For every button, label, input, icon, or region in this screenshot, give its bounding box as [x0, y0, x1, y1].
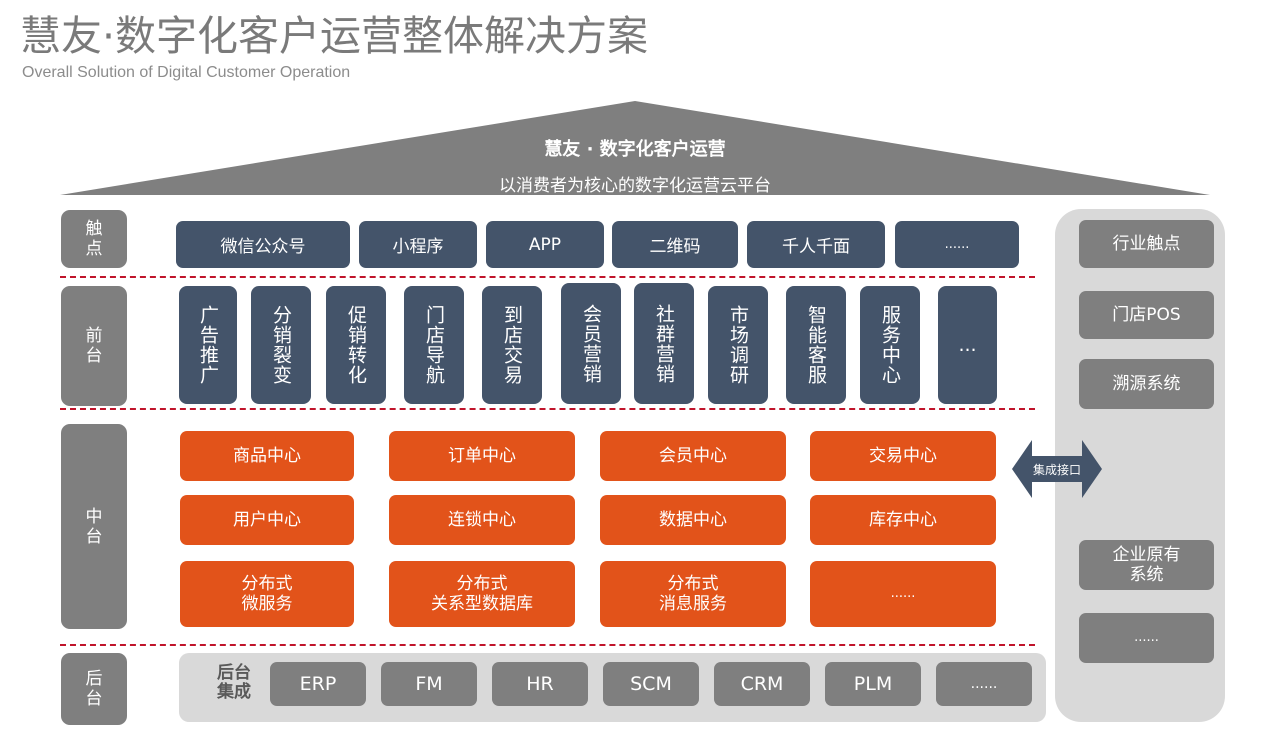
front-module: 服务中心: [860, 286, 920, 404]
side-item-store-pos: 门店POS: [1079, 291, 1214, 339]
middle-module-line: 微服务: [241, 594, 293, 614]
layer-label-front: 前台: [61, 286, 127, 406]
side-item-label: 溯源系统: [1112, 374, 1181, 394]
roof-subtitle: 以消费者为核心的数字化运营云平台: [499, 176, 771, 196]
front-module-more: ...: [938, 286, 997, 404]
middle-module-more: ......: [810, 561, 996, 627]
front-module: 促销转化: [326, 286, 386, 404]
side-item-label: 行业触点: [1112, 234, 1181, 254]
front-module-label: 门店导航: [423, 305, 445, 385]
layer-label-text: 触点: [85, 219, 103, 259]
touchpoint-personalization: 千人千面: [747, 221, 885, 268]
touchpoint-qrcode: 二维码: [612, 221, 738, 268]
middle-module: 交易中心: [810, 431, 996, 481]
front-module: 广告推广: [179, 286, 237, 404]
touchpoint-app: APP: [486, 221, 604, 268]
roof-triangle: [60, 101, 1210, 196]
front-module-label: 广告推广: [197, 305, 219, 385]
middle-module-line: ......: [890, 586, 916, 601]
backend-system-erp: ERP: [270, 662, 366, 706]
front-module-label: 服务中心: [879, 305, 901, 385]
middle-module: 商品中心: [180, 431, 354, 481]
middle-module: 库存中心: [810, 495, 996, 545]
roof-shape: [60, 101, 1210, 195]
front-module-label: 会员营销: [580, 303, 602, 384]
front-module: 市场调研: [708, 286, 768, 404]
touchpoint-miniprogram: 小程序: [359, 221, 477, 268]
backend-integration-label-line: 后台: [217, 663, 251, 683]
front-module-label: 智能客服: [805, 305, 827, 385]
page-subtitle: Overall Solution of Digital Customer Ope…: [22, 64, 351, 81]
roof-title: 慧友 · 数字化客户运营: [544, 139, 726, 160]
front-module-label: 市场调研: [727, 305, 749, 385]
front-module: 到店交易: [482, 286, 542, 404]
front-module: 会员营销: [561, 283, 621, 404]
side-item-industry-touchpoint: 行业触点: [1079, 220, 1214, 268]
backend-system-scm: SCM: [603, 662, 699, 706]
backend-integration-label: 后台集成: [217, 664, 267, 702]
front-module-label: 促销转化: [345, 305, 367, 385]
divider-line: [60, 644, 1035, 646]
divider-line: [60, 408, 1035, 410]
middle-module: 订单中心: [389, 431, 575, 481]
front-module: 门店导航: [404, 286, 464, 404]
side-item-label: ......: [1134, 630, 1159, 645]
layer-label-touch: 触点: [61, 210, 127, 268]
layer-label-middle: 中台: [61, 424, 127, 629]
backend-system-fm: FM: [381, 662, 477, 706]
front-module-label: 社群营销: [653, 303, 675, 384]
side-item-label: 企业原有: [1112, 545, 1181, 565]
middle-module: 分布式微服务: [180, 561, 354, 627]
divider-line: [60, 276, 1035, 278]
side-item-label: 系统: [1129, 565, 1164, 585]
side-item-label: 门店POS: [1112, 305, 1181, 325]
front-module-label: 分销裂变: [270, 305, 292, 385]
middle-module-line: 分布式: [456, 574, 508, 594]
front-module-label: 到店交易: [501, 305, 523, 385]
integration-interface-label: 集成接口: [1032, 462, 1081, 477]
middle-module: 用户中心: [180, 495, 354, 545]
middle-module: 数据中心: [600, 495, 786, 545]
touchpoint-more: ......: [895, 221, 1019, 268]
side-item-legacy-system: 企业原有系统: [1079, 540, 1214, 590]
backend-system-crm: CRM: [714, 662, 810, 706]
middle-module: 连锁中心: [389, 495, 575, 545]
layer-label-text: 后台: [85, 669, 103, 709]
middle-module-line: 分布式: [667, 574, 719, 594]
backend-system-more: ......: [936, 662, 1032, 706]
layer-label-text: 中台: [85, 506, 103, 547]
middle-module: 会员中心: [600, 431, 786, 481]
side-item-traceability: 溯源系统: [1079, 359, 1214, 409]
middle-module: 分布式关系型数据库: [389, 561, 575, 627]
front-module-label: ...: [958, 334, 977, 356]
middle-module-line: 分布式: [241, 574, 293, 594]
double-arrow-icon: [1012, 440, 1102, 498]
side-item-more: ......: [1079, 613, 1214, 663]
front-module: 智能客服: [786, 286, 846, 404]
backend-system-hr: HR: [492, 662, 588, 706]
front-module: 社群营销: [634, 283, 694, 404]
middle-module-line: 关系型数据库: [431, 594, 533, 614]
layer-label-text: 前台: [85, 326, 103, 366]
layer-label-back: 后台: [61, 653, 127, 725]
backend-integration-label-line: 集成: [217, 682, 251, 702]
backend-system-plm: PLM: [825, 662, 921, 706]
page-title: 慧友·数字化客户运营整体解决方案: [20, 12, 649, 60]
middle-module-line: 消息服务: [659, 594, 727, 614]
middle-module: 分布式消息服务: [600, 561, 786, 627]
touchpoint-wechat: 微信公众号: [176, 221, 350, 268]
front-module: 分销裂变: [251, 286, 311, 404]
